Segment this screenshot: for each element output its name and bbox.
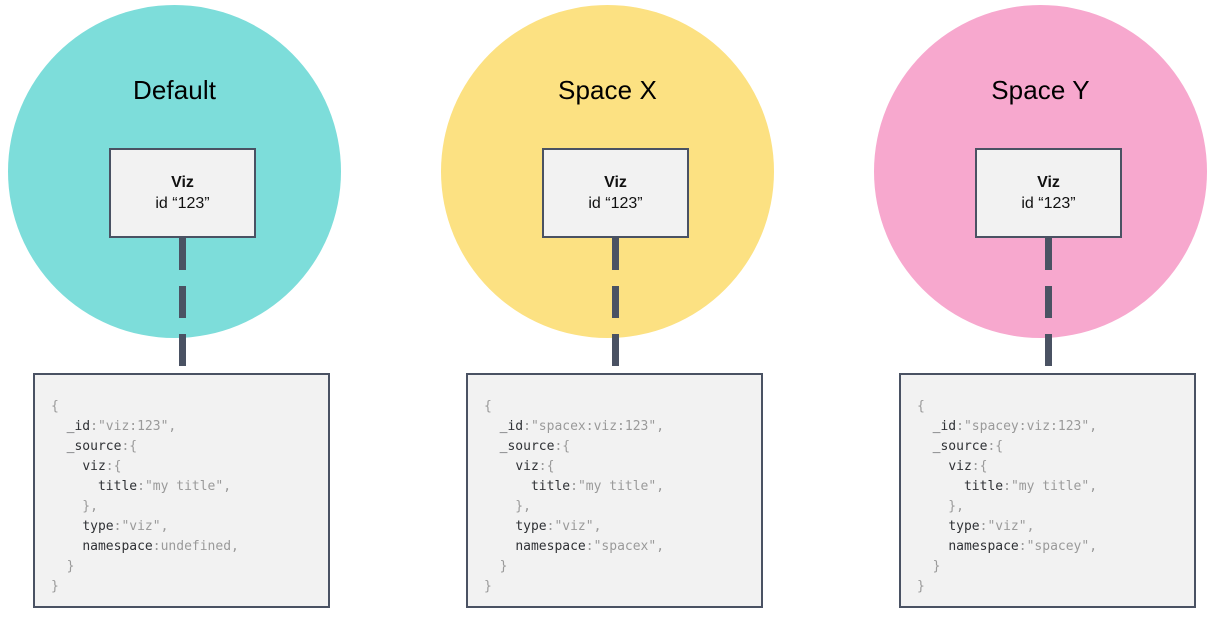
space-group-spacey: Space Y Viz id “123” { _id:"spacey:viz:1… [866, 0, 1228, 622]
document-json-spacex: { _id:"spacex:viz:123", _source:{ viz:{ … [484, 399, 665, 594]
dash-segment [179, 334, 186, 366]
document-box-default: { _id:"viz:123", _source:{ viz:{ title:"… [33, 373, 330, 608]
document-box-spacex: { _id:"spacex:viz:123", _source:{ viz:{ … [466, 373, 763, 608]
space-group-spacex: Space X Viz id “123” { _id:"spacex:viz:1… [433, 0, 843, 622]
dash-segment [1045, 286, 1052, 318]
dash-segment [179, 286, 186, 318]
dash-segment [612, 238, 619, 270]
viz-node-id: id “123” [155, 194, 210, 212]
space-title-spacey: Space Y [991, 75, 1090, 105]
dash-segment [1045, 334, 1052, 366]
space-group-default: Default Viz id “123” { _id:"viz:123", _s… [0, 0, 410, 622]
dashed-connector-spacex [612, 238, 619, 374]
viz-node-title: Viz [171, 173, 194, 191]
dash-segment [612, 334, 619, 366]
space-title-default: Default [132, 75, 217, 105]
viz-node-id: id “123” [1021, 194, 1076, 212]
document-box-spacey: { _id:"spacey:viz:123", _source:{ viz:{ … [899, 373, 1196, 608]
dashed-connector-spacey [1045, 238, 1052, 374]
viz-node-default[interactable]: Viz id “123” [109, 148, 256, 238]
dash-segment [179, 238, 186, 270]
viz-node-id: id “123” [588, 194, 643, 212]
space-title-spacex: Space X [558, 75, 657, 105]
dash-segment [1045, 238, 1052, 270]
document-json-default: { _id:"viz:123", _source:{ viz:{ title:"… [51, 399, 239, 594]
viz-node-spacex[interactable]: Viz id “123” [542, 148, 689, 238]
dashed-connector-default [179, 238, 186, 374]
viz-node-title: Viz [1037, 173, 1060, 191]
dash-segment [612, 286, 619, 318]
document-json-spacey: { _id:"spacey:viz:123", _source:{ viz:{ … [917, 399, 1098, 594]
viz-node-spacey[interactable]: Viz id “123” [975, 148, 1122, 238]
viz-node-title: Viz [604, 173, 627, 191]
